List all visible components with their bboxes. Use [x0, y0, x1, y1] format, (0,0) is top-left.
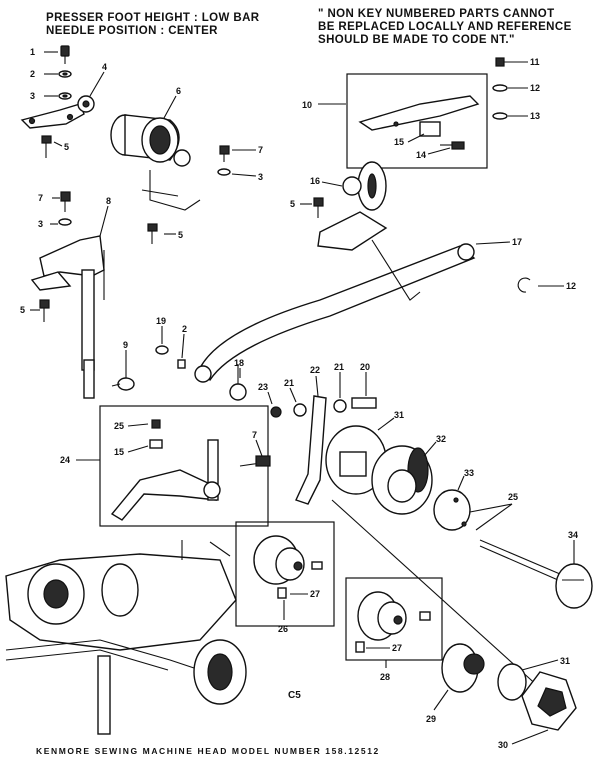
- callout-33: 33: [464, 468, 474, 478]
- handwheel-part-32: [371, 445, 433, 515]
- bracket-part-4: [20, 95, 95, 129]
- callout-27: 27: [310, 589, 320, 599]
- callout-numbers: 1 2 3 4 5 6 7 3 5 7 3 8 5 9 19 2 18 10 1…: [20, 47, 578, 750]
- screw-part-5-b: [147, 223, 158, 244]
- callout-3: 3: [38, 219, 43, 229]
- callout-10: 10: [302, 100, 312, 110]
- callout-21: 21: [284, 378, 294, 388]
- callout-13: 13: [530, 111, 540, 121]
- notice-line-3: SHOULD BE MADE TO CODE NT.": [318, 34, 515, 46]
- shaft-part-34: [479, 539, 593, 609]
- notice-line-2: BE REPLACED LOCALLY AND REFERENCE: [318, 21, 572, 33]
- bobbin-winder-part-6: [110, 114, 201, 211]
- callout-5: 5: [64, 142, 69, 152]
- lever-part-16: [317, 161, 388, 251]
- callout-5: 5: [20, 305, 25, 315]
- callout-28: 28: [380, 672, 390, 682]
- assembly-part-26: [253, 535, 323, 599]
- replacement-notice: " NON KEY NUMBERED PARTS CANNOT BE REPLA…: [318, 8, 572, 47]
- callout-16: 16: [310, 176, 320, 186]
- callout-4: 4: [102, 62, 107, 72]
- callout-5: 5: [178, 230, 183, 240]
- callout-29: 29: [426, 714, 436, 724]
- callout-3: 3: [258, 172, 263, 182]
- callout-2: 2: [30, 69, 35, 79]
- callout-2: 2: [182, 324, 187, 334]
- callout-24: 24: [60, 455, 70, 465]
- assembly-leader-line: [331, 499, 541, 689]
- assembled-mechanism-view: [5, 540, 247, 735]
- callout-9: 9: [123, 340, 128, 350]
- callout-12: 12: [530, 83, 540, 93]
- callout-15: 15: [394, 137, 404, 147]
- callout-7: 7: [38, 193, 43, 203]
- assembly-part-10: [358, 95, 480, 150]
- callout-25: 25: [508, 492, 518, 502]
- assembly-part-24: [110, 419, 271, 521]
- needle-position-note: NEEDLE POSITION : CENTER: [46, 25, 218, 37]
- callout-leaders: [30, 51, 575, 745]
- callout-21: 21: [334, 362, 344, 372]
- callout-27: 27: [392, 643, 402, 653]
- screw-part-5-d: [313, 197, 324, 218]
- callout-11: 11: [530, 57, 540, 67]
- callout-8: 8: [106, 196, 111, 206]
- screw-washer-part-7-3: [217, 145, 231, 176]
- drawing-code: C5: [288, 690, 301, 701]
- screw-washer-stack-top-left: [58, 45, 72, 100]
- assembly-box-10: [346, 73, 488, 169]
- callout-30: 30: [498, 740, 508, 750]
- ring-part-31-a: [325, 425, 387, 495]
- notice-line-1: " NON KEY NUMBERED PARTS CANNOT: [318, 8, 555, 20]
- callout-12: 12: [566, 281, 576, 291]
- callout-7: 7: [258, 145, 263, 155]
- plate-part-33: [433, 489, 471, 531]
- presser-foot-height-note: PRESSER FOOT HEIGHT : LOW BAR: [46, 12, 260, 24]
- assembly-part-28: [355, 591, 431, 653]
- parts-11-12-13: [492, 57, 508, 120]
- screw-part-9: [111, 377, 135, 391]
- long-lever-part-17: [194, 239, 476, 383]
- callout-7: 7: [252, 430, 257, 440]
- screw-washer-stack-left: [58, 191, 72, 226]
- assembly-box-28: [345, 577, 443, 661]
- callout-14: 14: [416, 150, 426, 160]
- callout-3: 3: [30, 91, 35, 101]
- callout-31: 31: [394, 410, 404, 420]
- callout-22: 22: [310, 365, 320, 375]
- model-number-footer: KENMORE SEWING MACHINE HEAD MODEL NUMBER…: [36, 746, 380, 756]
- callout-34: 34: [568, 530, 578, 540]
- assembly-box-26: [235, 521, 335, 627]
- callout-15: 15: [114, 447, 124, 457]
- callout-25: 25: [114, 421, 124, 431]
- callout-17: 17: [512, 237, 522, 247]
- clutch-part-30: [521, 671, 577, 731]
- screw-part-5-a: [41, 135, 52, 158]
- callout-20: 20: [360, 362, 370, 372]
- callout-32: 32: [436, 434, 446, 444]
- callout-31: 31: [560, 656, 570, 666]
- clip-part-12: [517, 277, 531, 293]
- callout-23: 23: [258, 382, 268, 392]
- callout-5: 5: [290, 199, 295, 209]
- knob-part-29: [441, 643, 485, 693]
- callout-1: 1: [30, 47, 35, 57]
- bracket-part-8: [30, 235, 105, 399]
- callout-18: 18: [234, 358, 244, 368]
- callout-19: 19: [156, 316, 166, 326]
- ring-part-31-b: [497, 663, 527, 701]
- parts-18-19-2: [155, 345, 247, 401]
- callout-6: 6: [176, 86, 181, 96]
- parts-20-23: [270, 395, 377, 505]
- screw-part-5-c: [39, 299, 50, 322]
- callout-26: 26: [278, 624, 288, 634]
- setting-notes: PRESSER FOOT HEIGHT : LOW BAR NEEDLE POS…: [46, 12, 260, 38]
